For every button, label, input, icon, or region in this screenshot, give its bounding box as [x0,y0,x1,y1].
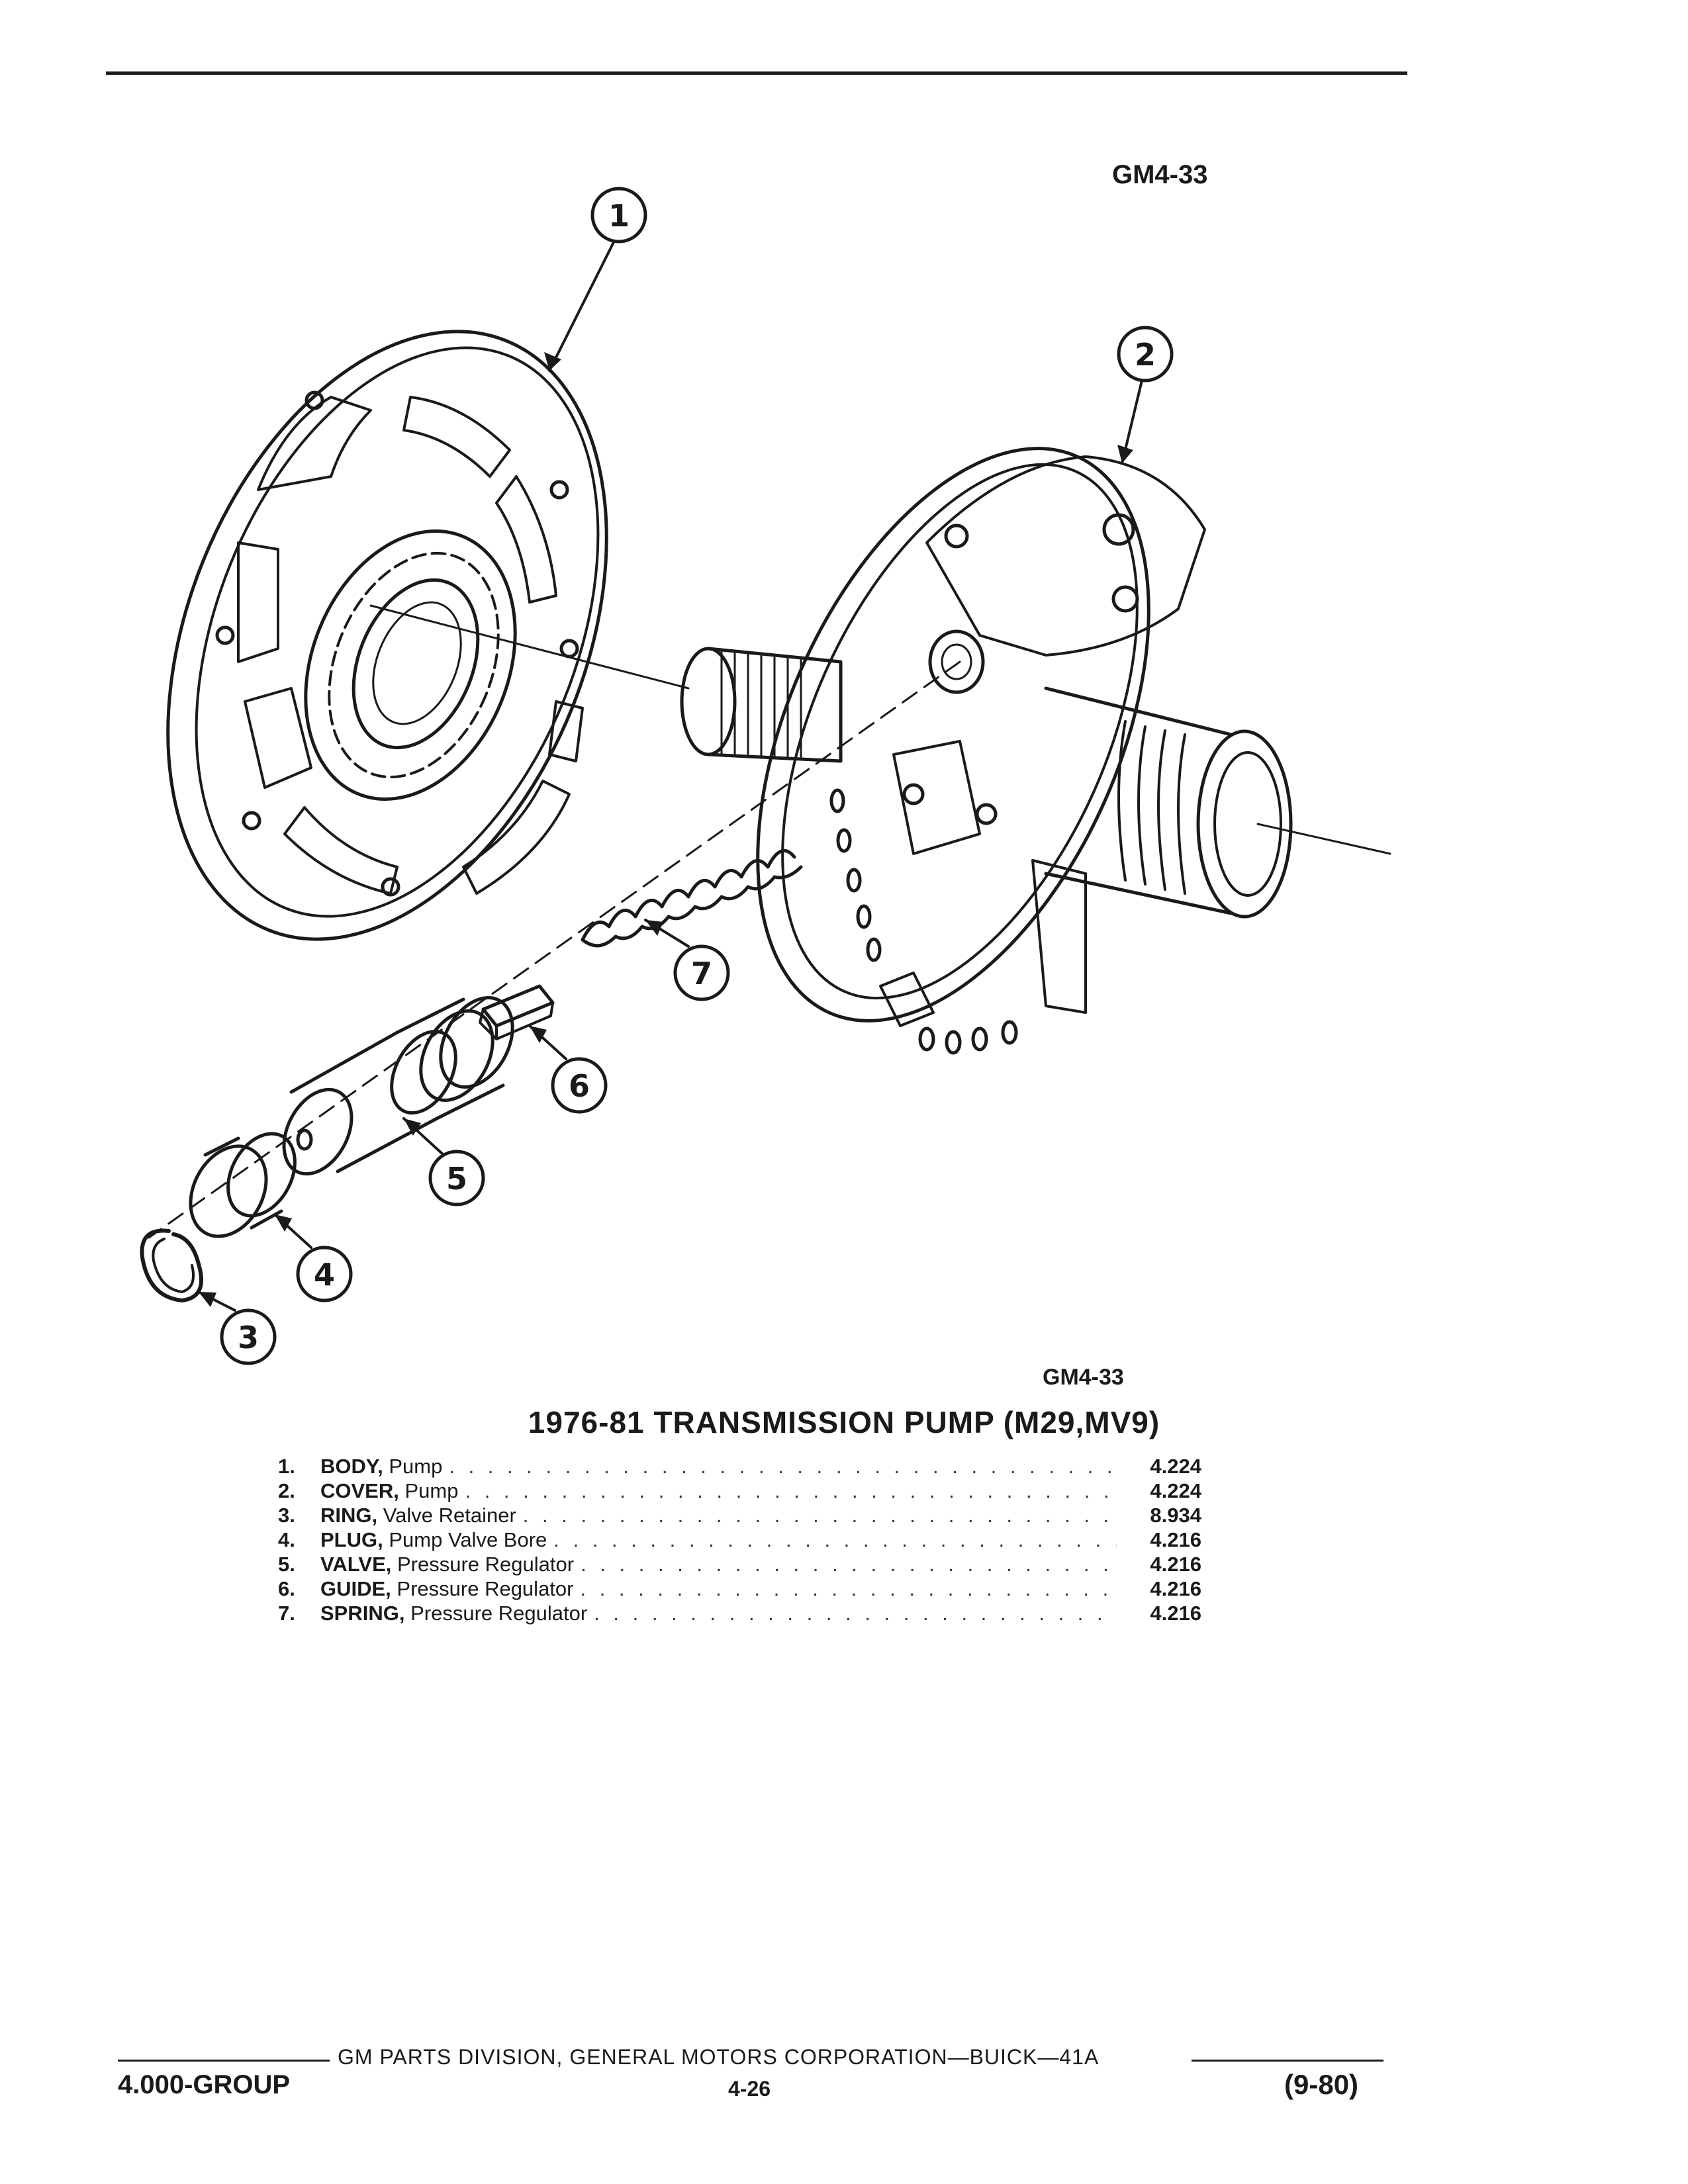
parts-row: 5. VALVE, Pressure Regulator 4.216 [278,1553,1264,1577]
part-number: 2. [278,1479,295,1502]
spring-drawing [581,849,803,948]
part-group-code: 4.216 [1150,1553,1201,1576]
callout-2-label: 2 [1135,337,1156,373]
part-description: Pressure Regulator [391,1553,575,1576]
pump-cover-drawing [680,447,1293,1055]
dot-leader [523,1504,1117,1527]
figure-code-top: GM4-33 [1112,160,1208,189]
dot-leader [449,1455,1117,1479]
part-name: RING, [320,1504,378,1527]
part-description: Valve Retainer [377,1504,516,1527]
part-group-code: 4.216 [1150,1602,1201,1625]
part-description: Pump Valve Bore [383,1528,547,1551]
dot-leader [594,1602,1117,1625]
dot-leader [581,1553,1117,1576]
footer-rule-right [1192,2060,1383,2062]
part-group-code: 4.224 [1150,1455,1201,1478]
callout-3-circle [220,1308,277,1365]
part-number: 7. [278,1602,295,1625]
footer-rule-left [118,2060,330,2062]
part-group-code: 4.216 [1150,1528,1201,1551]
part-number: 4. [278,1528,295,1551]
part-name: PLUG, [320,1528,383,1551]
dot-leader [465,1479,1117,1503]
plug-drawing [189,1132,297,1238]
callout-4-circle [296,1246,353,1302]
part-description: Pump [399,1479,459,1502]
ring-drawing [140,1228,204,1302]
parts-row: 7. SPRING, Pressure Regulator 4.216 [278,1602,1264,1626]
callout-5-circle [428,1150,485,1206]
part-number: 5. [278,1553,295,1576]
part-number: 6. [278,1577,295,1600]
part-description: Pressure Regulator [391,1577,574,1600]
callout-4-label: 4 [314,1257,335,1293]
callout-1-circle [590,187,647,244]
callout-3-label: 3 [238,1320,259,1355]
footer-division: GM PARTS DIVISION, GENERAL MOTORS CORPOR… [338,2045,1100,2069]
part-description: Pressure Regulator [404,1602,588,1625]
parts-row: 6. GUIDE, Pressure Regulator 4.216 [278,1577,1264,1602]
part-description: Pump [383,1455,443,1478]
callout-2-circle [1117,326,1174,383]
exploded-diagram: 1 2 3 4 5 6 7 [140,187,1391,1365]
valve-drawing [282,996,514,1176]
pump-body-drawing [166,330,608,941]
footer-page-number: 4-26 [728,2077,771,2101]
callout-1-label: 1 [608,198,630,234]
parts-row: 2. COVER, Pump 4.224 [278,1479,1264,1504]
part-number: 1. [278,1455,295,1478]
part-number: 3. [278,1504,295,1527]
part-name: BODY, [320,1455,383,1478]
dot-leader [553,1528,1117,1552]
footer-group: 4.000-GROUP [118,2070,291,2099]
part-name: SPRING, [320,1602,405,1625]
part-name: COVER, [320,1479,399,1502]
parts-row: 4. PLUG, Pump Valve Bore 4.216 [278,1528,1264,1553]
parts-row: 3. RING, Valve Retainer 8.934 [278,1504,1264,1528]
part-name: GUIDE, [320,1577,391,1600]
part-group-code: 8.934 [1150,1504,1201,1527]
footer-date: (9-80) [1284,2069,1359,2100]
parts-list: 1. BODY, Pump 4.224 2. COVER, Pump 4.224 3. RIN… [278,1455,1264,1626]
part-group-code: 4.224 [1150,1479,1201,1502]
callout-7-label: 7 [691,956,712,991]
callout-5-label: 5 [446,1161,467,1197]
callout-7-circle [673,944,730,1001]
callout-6-circle [551,1057,608,1114]
part-group-code: 4.216 [1150,1577,1201,1600]
dot-leader [580,1577,1117,1601]
top-rule [106,71,1407,75]
figure-code-bottom: GM4-33 [1043,1365,1124,1390]
callout-6-label: 6 [569,1068,590,1104]
parts-list-title: 1976-81 TRANSMISSION PUMP (M29,MV9) [528,1405,1160,1439]
part-name: VALVE, [320,1553,392,1576]
parts-row: 1. BODY, Pump 4.224 [278,1455,1264,1479]
